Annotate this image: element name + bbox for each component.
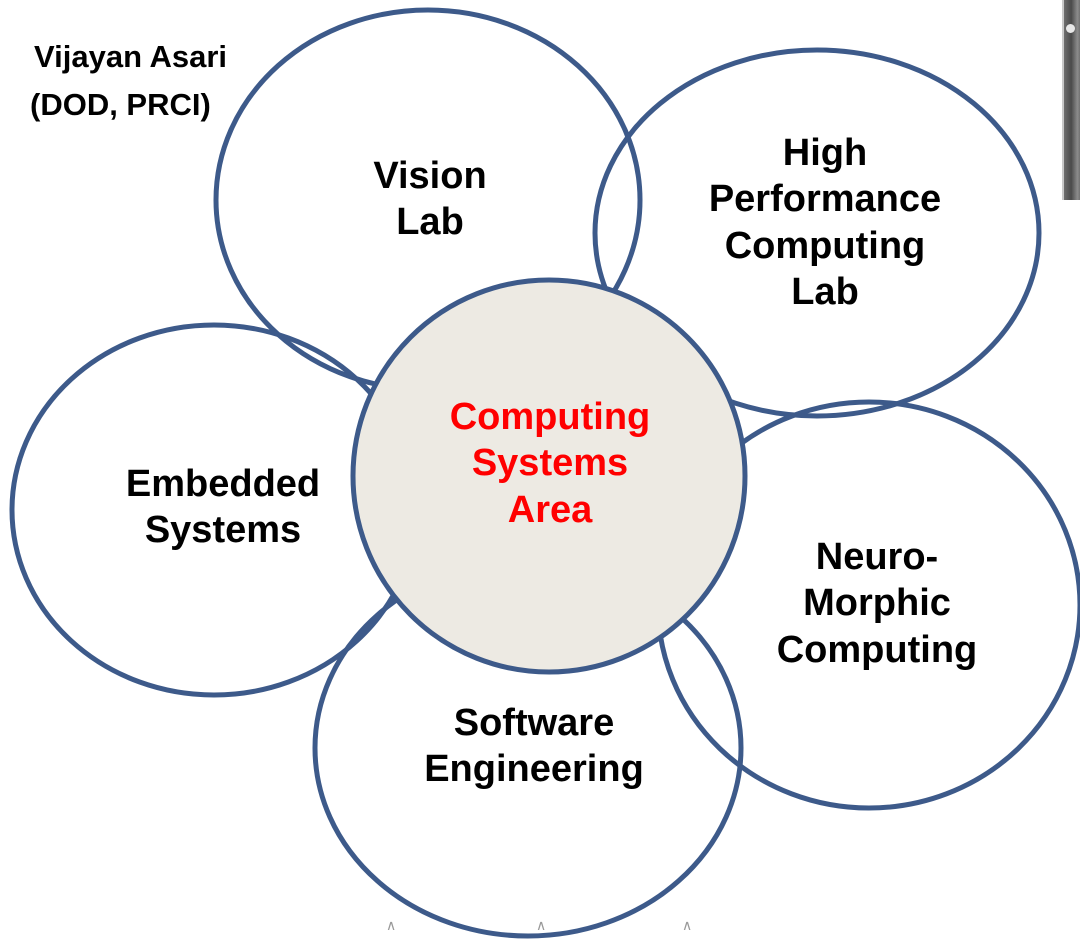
photo-highlight: [1066, 24, 1075, 33]
researcher-affiliation: (DOD, PRCI): [30, 87, 211, 122]
center-circle: [350, 277, 748, 675]
petal-label-software-engineering: Software Engineering: [424, 702, 644, 791]
petal-label-high-performance-computing-lab: High Performance Computing Lab: [708, 132, 942, 314]
cropped-photo: [1062, 0, 1080, 200]
bottom-mark-2: ∧: [536, 918, 547, 934]
petal-label-vision-lab: Vision Lab: [373, 155, 487, 244]
researcher-name: Vijayan Asari: [34, 39, 228, 74]
center-label-computing-systems-area: Computing Systems Area: [449, 396, 651, 531]
petal-label-embedded-systems: Embedded Systems: [125, 463, 321, 552]
petal-label-neuromorphic-computing: Neuro- Morphic Computing: [776, 536, 978, 671]
petal-high-performance-computing-circle: [592, 47, 1042, 419]
bottom-mark-3: ∧: [682, 918, 693, 934]
bottom-mark-1: ∧: [386, 918, 397, 934]
